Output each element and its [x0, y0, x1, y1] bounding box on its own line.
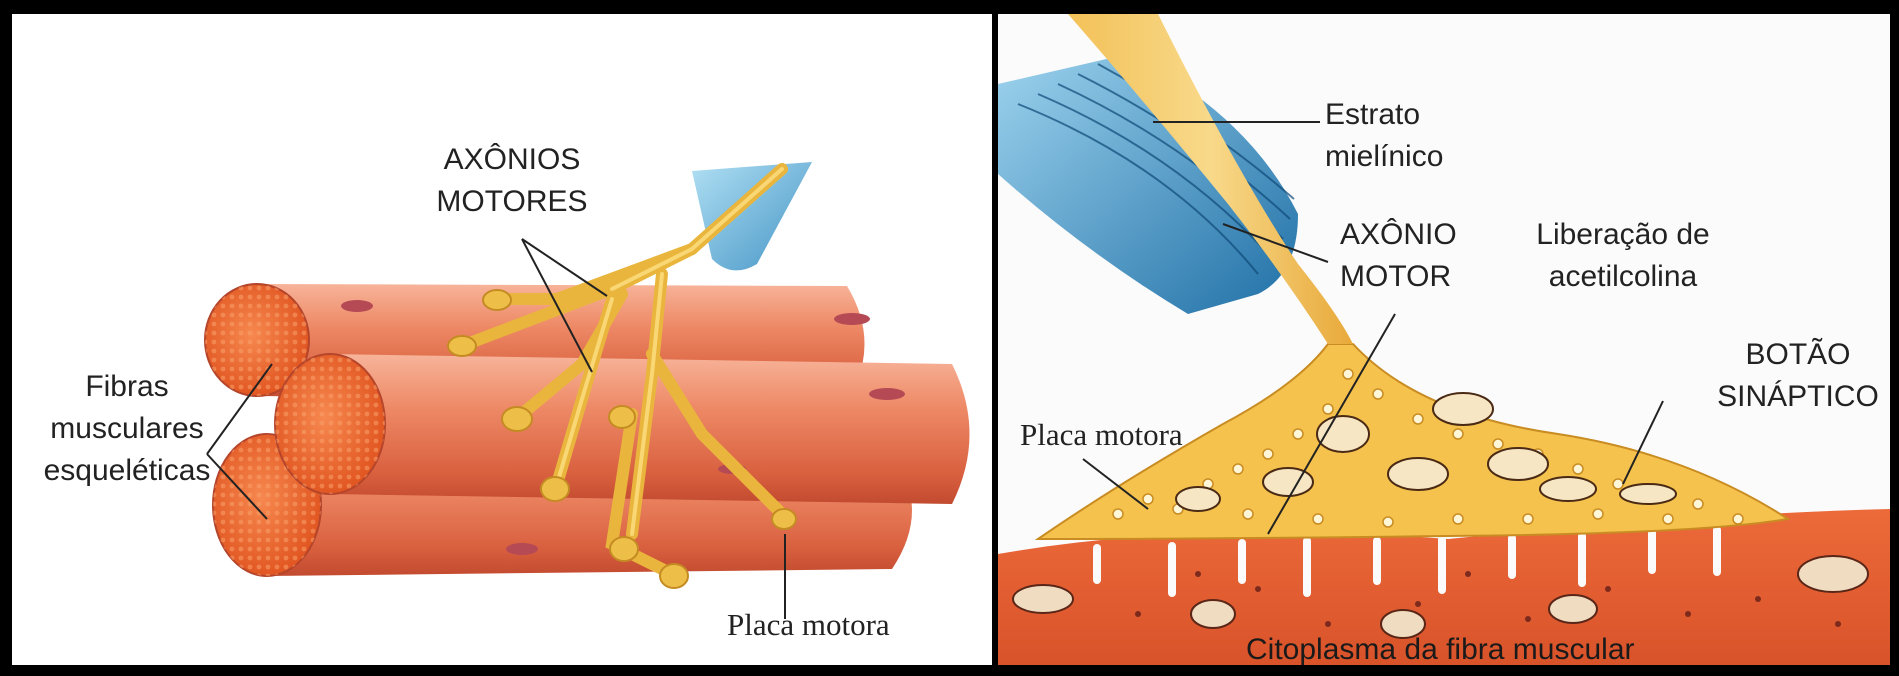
bouton-label-line-1: BOTÃO [1703, 334, 1890, 376]
fibers-label-line-2: musculares [27, 408, 227, 450]
myelin-sheath-left [692, 162, 812, 270]
bouton-label: BOTÃO SINÁPTICO [1703, 334, 1890, 418]
fibers-label-line-1: Fibras [27, 366, 227, 408]
ach-label-line-1: Liberação de [1503, 214, 1743, 256]
ach-label: Liberação de acetilcolina [1503, 214, 1743, 298]
ach-label-line-2: acetilcolina [1503, 256, 1743, 298]
axon-label-line-1: AXÔNIO [1340, 214, 1457, 256]
muscle-fibers-panel: AXÔNIOS MOTORES Fibras musculares esquel… [12, 14, 992, 665]
axons-label: AXÔNIOS MOTORES [392, 139, 632, 223]
axons-label-line-2: MOTORES [392, 181, 632, 223]
myelin-label-line-2: mielínico [1325, 136, 1443, 178]
axon-label-line-2: MOTOR [1340, 256, 1457, 298]
endplate-label-left: Placa motora [727, 604, 890, 646]
myelin-label-line-1: Estrato [1325, 94, 1443, 136]
fibers-label-line-3: esqueléticas [27, 450, 227, 492]
myelin-label: Estrato mielínico [1325, 94, 1443, 178]
cytoplasm-label: Citoplasma da fibra muscular [1246, 629, 1635, 665]
muscle-fibers-illustration [12, 14, 992, 665]
bouton-label-line-2: SINÁPTICO [1703, 376, 1890, 418]
endplate-label-right: Placa motora [1020, 414, 1183, 456]
axon-label: AXÔNIO MOTOR [1340, 214, 1457, 298]
neuromuscular-junction-panel: Estrato mielínico AXÔNIO MOTOR Liberação… [998, 14, 1890, 665]
fibers-label: Fibras musculares esqueléticas [27, 366, 227, 492]
axons-label-line-1: AXÔNIOS [392, 139, 632, 181]
